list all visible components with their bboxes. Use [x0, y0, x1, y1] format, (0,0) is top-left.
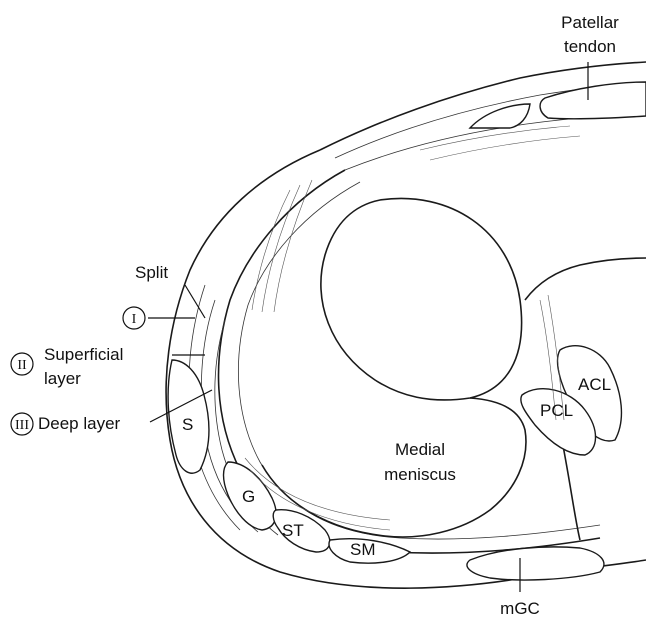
label-patellar-2: tendon [564, 37, 616, 56]
label-medial-2: meniscus [384, 465, 456, 484]
label-sm: SM [350, 540, 376, 559]
label-deep-layer: Deep layer [38, 414, 121, 433]
label-pcl: PCL [540, 401, 573, 420]
intercondylar-line [525, 258, 646, 300]
label-split: Split [135, 263, 168, 282]
label-st: ST [282, 521, 304, 540]
label-mgc: mGC [500, 599, 540, 618]
split-leader [185, 285, 205, 318]
tibial-plateau-circle [321, 198, 522, 400]
label-s: S [182, 415, 193, 434]
label-acl: ACL [578, 375, 611, 394]
label-layer-I: I [132, 312, 137, 327]
label-layer-II: II [17, 358, 27, 373]
label-patellar-1: Patellar [561, 13, 619, 32]
label-layer-III: III [15, 418, 29, 433]
label-medial-1: Medial [395, 440, 445, 459]
label-g: G [242, 487, 255, 506]
condyle-inner-line [238, 182, 600, 539]
patellar-tendon-shape [540, 82, 646, 119]
label-superficial-2: layer [44, 369, 81, 388]
medial-condyle-outline [219, 170, 600, 553]
label-superficial-1: Superficial [44, 345, 123, 364]
